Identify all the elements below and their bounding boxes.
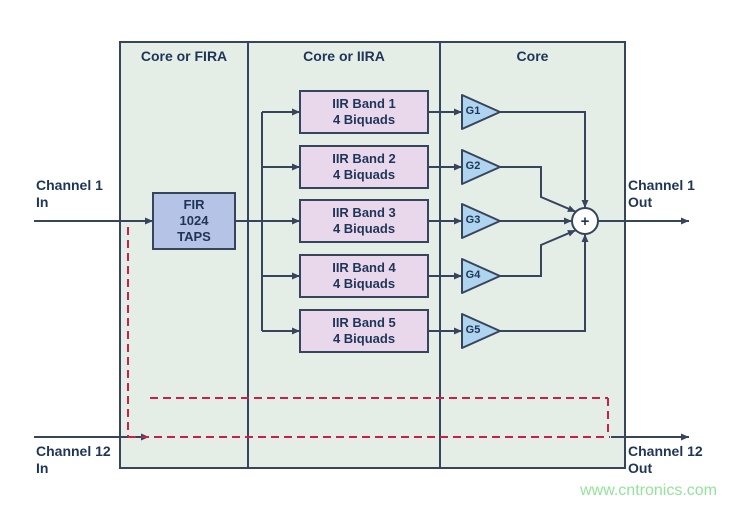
channel-12-out-line2: Out <box>628 460 653 476</box>
iir-band-3-label: IIR Band 3 4 Biquads <box>300 200 428 242</box>
channel-1-in-line1: Channel 1 <box>36 177 103 193</box>
channel-1-in-line2: In <box>36 194 49 210</box>
fir-block-label: FIR 1024 TAPS <box>153 193 235 249</box>
gain-g1-triangle <box>461 94 501 130</box>
channel-1-out-label: Channel 1 Out <box>628 177 695 211</box>
gain-g3-label: G3 <box>465 214 481 226</box>
gain-triangles <box>461 94 501 349</box>
column-header-core-or-fira: Core or FIRA <box>140 48 228 64</box>
g4-to-sum-line <box>500 229 577 277</box>
g1-to-sum-line <box>500 111 589 208</box>
gain-g2-triangle <box>461 149 501 185</box>
watermark: www.cntronics.com <box>580 482 717 499</box>
channel-12-out-label: Channel 12 Out <box>628 443 703 477</box>
iir-band-3-block <box>299 199 429 243</box>
column-header-core: Core <box>516 48 549 64</box>
channel-repeat-dashed-path <box>127 227 610 438</box>
gain-g5-triangle <box>461 313 501 349</box>
iir-band-4-block <box>299 254 429 298</box>
iir-band-5-sub: 4 Biquads <box>332 331 396 346</box>
channel-12-in-line1: Channel 12 <box>36 443 111 459</box>
iir-band-2-label: IIR Band 2 4 Biquads <box>300 146 428 188</box>
summing-junction <box>571 207 599 235</box>
iir-band-3-name: IIR Band 3 <box>332 205 396 220</box>
g2-to-sum-line <box>500 166 577 213</box>
channel-12-in-line2: In <box>36 460 49 476</box>
gain-g4-triangle <box>461 258 501 294</box>
iir-band-1-name: IIR Band 1 <box>332 96 396 111</box>
gain-g4-label: G4 <box>465 269 481 281</box>
gain-g5-label: G5 <box>465 324 481 336</box>
gain-g2-label: G2 <box>465 160 481 172</box>
iir-band-5-name: IIR Band 5 <box>332 315 396 330</box>
gain-g3-triangle <box>461 203 501 239</box>
channel-1-in-label: Channel 1 In <box>36 177 103 211</box>
fir-label-line3: TAPS <box>177 229 211 244</box>
iir-band-1-label: IIR Band 1 4 Biquads <box>300 91 428 133</box>
fir-label-line1: FIR <box>183 197 205 212</box>
iir-band-1-sub: 4 Biquads <box>332 112 396 127</box>
iir-band-5-label: IIR Band 5 4 Biquads <box>300 310 428 352</box>
column-header-core-or-iira: Core or IIRA <box>303 48 385 64</box>
iir-band-1-block <box>299 90 429 134</box>
fir-label-line2: 1024 <box>179 213 209 228</box>
iir-band-4-label: IIR Band 4 4 Biquads <box>300 255 428 297</box>
channel-12-out-line1: Channel 12 <box>628 443 703 459</box>
iir-band-3-sub: 4 Biquads <box>332 221 396 236</box>
sum-symbol: + <box>581 213 590 230</box>
fir-block <box>152 192 236 250</box>
iir-band-5-block <box>299 309 429 353</box>
iir-band-2-name: IIR Band 2 <box>332 151 396 166</box>
iir-band-2-block <box>299 145 429 189</box>
iir-band-2-sub: 4 Biquads <box>332 167 396 182</box>
iir-band-blocks <box>299 90 429 353</box>
channel-1-out-line1: Channel 1 <box>628 177 695 193</box>
channel-12-in-label: Channel 12 In <box>36 443 111 477</box>
iir-band-4-name: IIR Band 4 <box>332 260 396 275</box>
g5-to-sum-line <box>500 234 589 332</box>
channel-1-out-line2: Out <box>628 194 653 210</box>
iir-band-4-sub: 4 Biquads <box>332 276 396 291</box>
gain-g1-label: G1 <box>465 105 481 117</box>
